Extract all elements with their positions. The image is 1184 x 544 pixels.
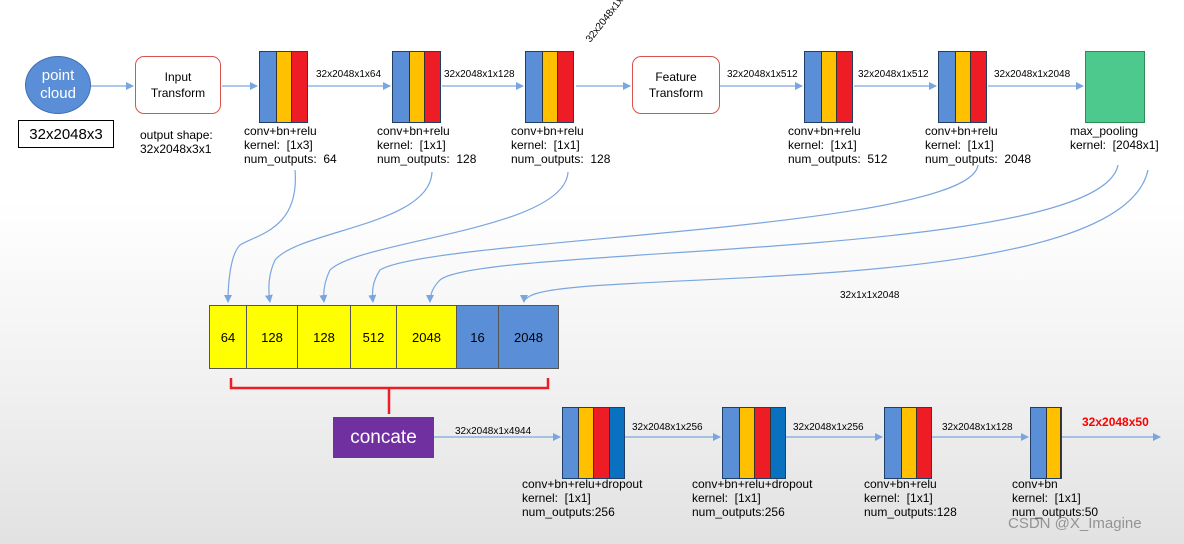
feature-transform-line2: Transform [648, 86, 704, 100]
max-pooling-block [1085, 51, 1145, 123]
top-edge-label-6: 32x2048x1x2048 [994, 69, 1071, 80]
point-cloud-line1: point [41, 67, 75, 84]
bottom-layer-1-block [562, 407, 625, 479]
concat-cell-16: 16 [456, 305, 499, 369]
feature-transform-box: Feature Transform [632, 56, 720, 114]
input-transform-output-shape: output shape: 32x2048x3x1 [140, 128, 213, 156]
input-shape-box: 32x2048x3 [18, 120, 114, 148]
final-output-label: 32x2048x50 [1082, 415, 1149, 429]
top-edge-label-1: 32x2048x1x64 [316, 69, 382, 80]
concat-brace [229, 378, 550, 414]
concat-cell-64: 64 [209, 305, 247, 369]
bottom-edge-label-2: 32x2048x1x256 [632, 422, 703, 433]
concat-cell-128a: 128 [246, 305, 298, 369]
bottom-layer-4-block [1030, 407, 1062, 479]
top-edge-label-4: 32x2048x1x512 [727, 69, 798, 80]
bottom-edge-label-3: 32x2048x1x256 [793, 422, 864, 433]
concate-label: concate [350, 426, 417, 448]
input-transform-line2: Transform [150, 86, 206, 100]
top-layer-2-block [392, 51, 441, 123]
top-layer-4-block [804, 51, 853, 123]
input-transform-box: Input Transform [135, 56, 221, 114]
bottom-edge-label-1: 32x2048x1x4944 [455, 426, 532, 437]
top-edge-label-2: 32x2048x1x128 [444, 69, 515, 80]
concat-cell-2048b: 2048 [498, 305, 559, 369]
top-layer-3-block [525, 51, 574, 123]
top-edge-label-5: 32x2048x1x512 [858, 69, 929, 80]
bottom-edge-label-4: 32x2048x1x128 [942, 422, 1013, 433]
top-layer-1-block [259, 51, 308, 123]
input-transform-line1: Input [164, 70, 192, 84]
top-layer-5-block [938, 51, 987, 123]
concat-cell-2048a: 2048 [396, 305, 457, 369]
concate-box: concate [333, 417, 434, 458]
pool-output-label: 32x1x1x2048 [840, 290, 900, 301]
point-cloud-line2: cloud [40, 85, 76, 102]
bottom-layer-2-block [722, 407, 786, 479]
concat-cell-128b: 128 [297, 305, 351, 369]
concat-cell-512: 512 [350, 305, 397, 369]
input-shape-text: 32x2048x3 [29, 125, 103, 143]
watermark: CSDN @X_Imagine [1008, 515, 1142, 532]
bottom-layer-3-block [884, 407, 932, 479]
feature-transform-line1: Feature [655, 70, 697, 84]
point-cloud-ellipse: point cloud [25, 56, 91, 114]
